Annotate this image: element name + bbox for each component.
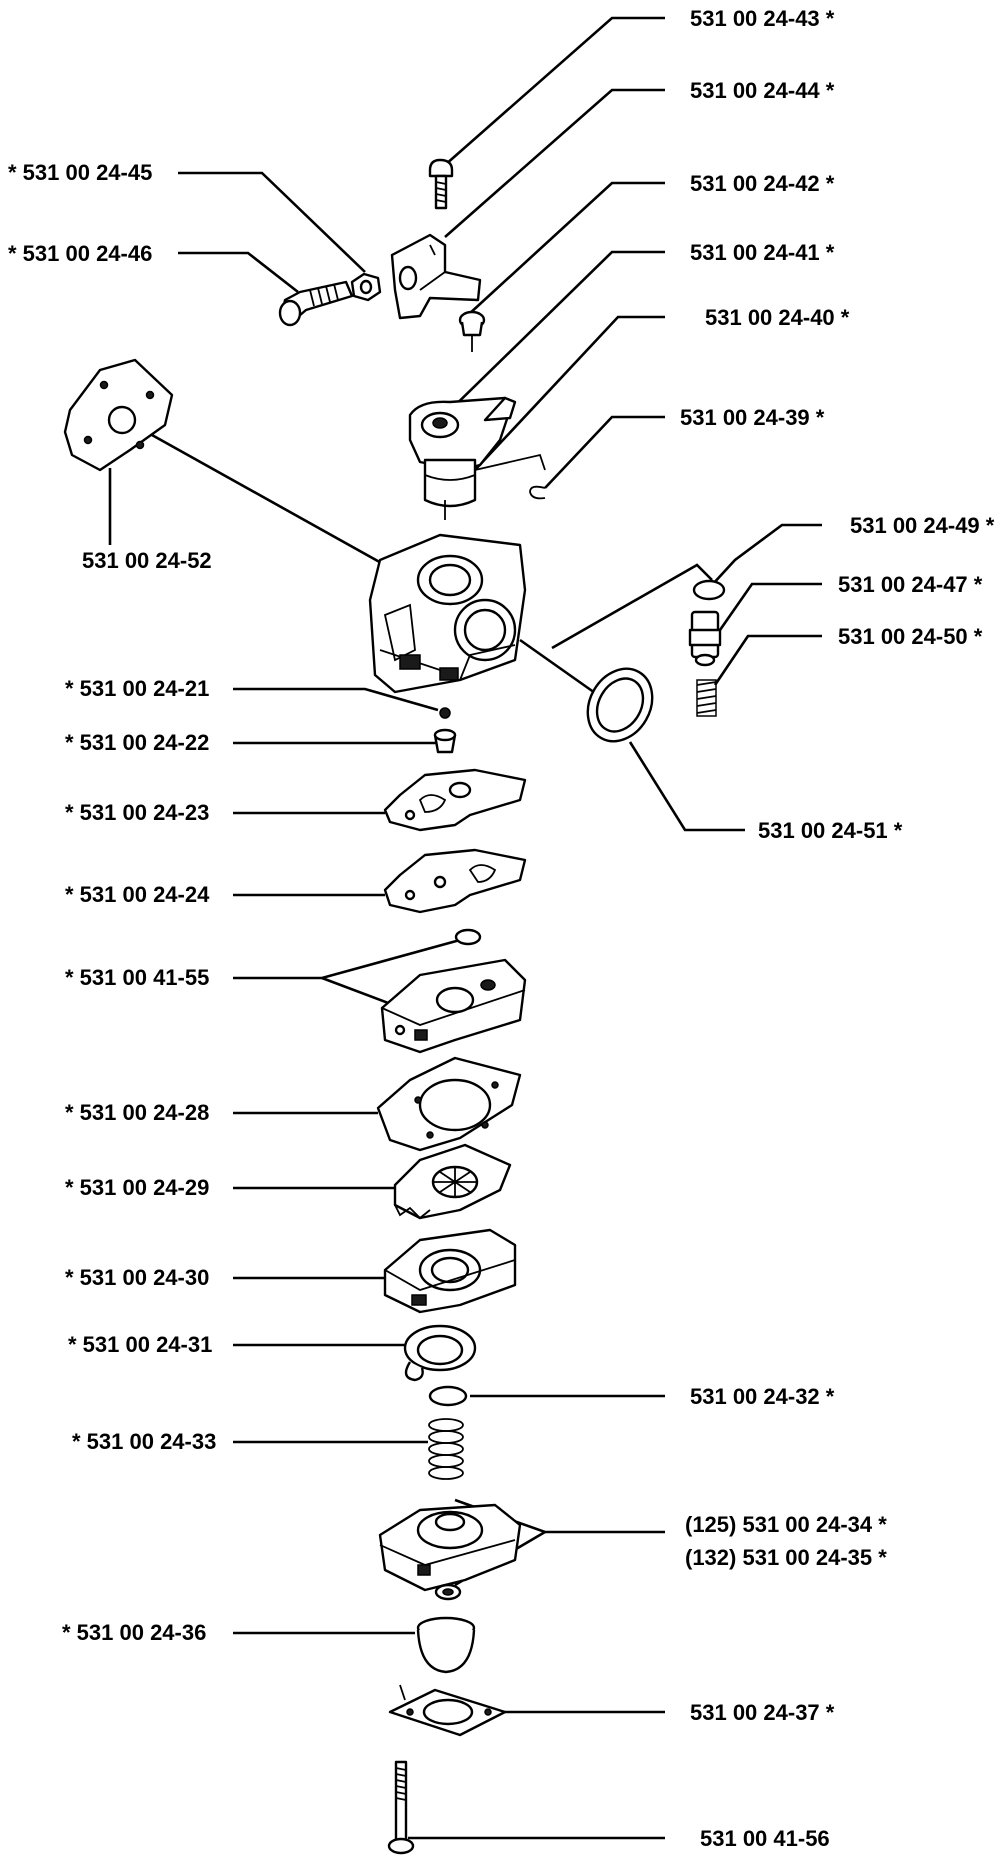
- label-531-00-24-31: * 531 00 24-31: [68, 1332, 212, 1357]
- part-labels: 531 00 24-43 * 531 00 24-44 * * 531 00 2…: [8, 6, 995, 1851]
- part-pin-47: [688, 610, 722, 667]
- part-clip-39: [529, 485, 546, 500]
- parts: [63, 158, 726, 1855]
- part-bracket-44: [390, 233, 482, 320]
- label-531-00-24-33: * 531 00 24-33: [72, 1429, 216, 1454]
- leader-44: [444, 88, 665, 238]
- leader-45: [178, 171, 366, 273]
- part-pump-cover-30: [383, 1228, 517, 1314]
- label-531-00-24-42: 531 00 24-42 *: [690, 171, 835, 196]
- label-531-00-41-55: * 531 00 41-55: [65, 965, 209, 990]
- part-valve-42: [458, 310, 486, 352]
- leader-50: [713, 634, 822, 686]
- part-cup-36: [416, 1616, 476, 1674]
- part-seal-51: [586, 667, 654, 743]
- part-screw-4156: [387, 1760, 415, 1855]
- label-531-00-24-51: 531 00 24-51 *: [758, 818, 903, 843]
- part-diaphragm-31: [403, 1324, 477, 1382]
- part-diaphragm-29: [393, 1143, 512, 1220]
- part-jet-22: [433, 728, 457, 754]
- leader-43: [444, 16, 665, 166]
- leader-42: [467, 181, 665, 316]
- label-531-00-24-52: 531 00 24-52: [82, 548, 212, 573]
- part-gasket-28: [376, 1056, 522, 1152]
- label-531-00-24-35: (132) 531 00 24-35 *: [685, 1545, 887, 1570]
- leader-body-right: [551, 563, 713, 650]
- leader-41: [434, 250, 665, 426]
- label-531-00-24-32: 531 00 24-32 *: [690, 1384, 835, 1409]
- part-21: [439, 707, 451, 719]
- part-carburetor-body: [368, 533, 527, 694]
- label-531-00-24-36: * 531 00 24-36: [62, 1620, 206, 1645]
- label-531-00-24-23: * 531 00 24-23: [65, 800, 209, 825]
- leader-49: [711, 523, 822, 586]
- label-531-00-24-50: 531 00 24-50 *: [838, 624, 983, 649]
- leader-21: [233, 687, 439, 712]
- leader-39: [544, 415, 665, 489]
- part-gasket-37: [388, 1684, 507, 1737]
- label-531-00-24-46: * 531 00 24-46: [8, 241, 152, 266]
- part-gasket-23: [383, 768, 527, 832]
- label-531-00-24-43: 531 00 24-43 *: [690, 6, 835, 31]
- label-531-00-24-28: * 531 00 24-28: [65, 1100, 209, 1125]
- part-diaphragm-24: [383, 848, 527, 914]
- label-531-00-41-56: 531 00 41-56: [700, 1826, 830, 1851]
- label-531-00-24-29: * 531 00 24-29: [65, 1175, 209, 1200]
- leader-46: [178, 251, 299, 294]
- label-531-00-24-44: 531 00 24-44 *: [690, 78, 835, 103]
- label-531-00-24-34: (125) 531 00 24-34 *: [685, 1512, 887, 1537]
- leader-52-body: [142, 428, 386, 567]
- part-screw-46: [278, 280, 354, 327]
- leader-47: [718, 582, 822, 631]
- leader-51: [628, 741, 745, 832]
- label-531-00-24-49: 531 00 24-49 *: [850, 513, 995, 538]
- label-531-00-24-30: * 531 00 24-30: [65, 1265, 209, 1290]
- label-531-00-24-45: * 531 00 24-45: [8, 160, 152, 185]
- part-oring-49: [692, 579, 726, 601]
- part-spring-50: [696, 679, 717, 717]
- label-531-00-24-40: 531 00 24-40 *: [705, 305, 850, 330]
- label-531-00-24-21: * 531 00 24-21: [65, 676, 209, 701]
- label-531-00-24-24: * 531 00 24-24: [65, 882, 210, 907]
- part-spring-33: [428, 1418, 464, 1480]
- part-screw-43: [428, 158, 454, 210]
- part-pump-body-4155: [380, 928, 527, 1054]
- part-nut-45: [350, 272, 382, 302]
- part-ring-32: [428, 1385, 468, 1407]
- leader-4155: [233, 938, 461, 980]
- leader-body-seal: [519, 638, 606, 702]
- part-cover-34-35: [378, 1503, 522, 1601]
- label-531-00-24-22: * 531 00 24-22: [65, 730, 209, 755]
- part-gasket-52: [63, 358, 174, 472]
- part-throttle-assembly-40-41: [408, 396, 546, 520]
- label-531-00-24-47: 531 00 24-47 *: [838, 572, 983, 597]
- label-531-00-24-41: 531 00 24-41 *: [690, 240, 835, 265]
- label-531-00-24-39: 531 00 24-39 *: [680, 405, 825, 430]
- leader-40: [474, 315, 665, 471]
- label-531-00-24-37: 531 00 24-37 *: [690, 1700, 835, 1725]
